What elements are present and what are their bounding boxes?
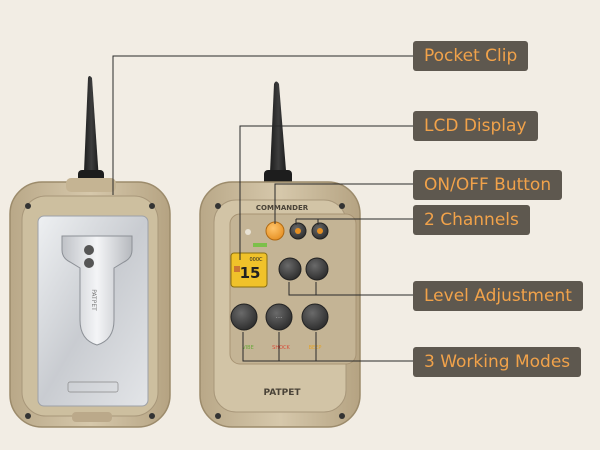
callout-lines [112, 55, 413, 362]
line-level [288, 282, 413, 296]
callout-lcd-display: LCD Display [413, 111, 538, 141]
mode-label-beep: BEEP [309, 345, 322, 351]
antenna [83, 76, 100, 195]
top-notch [66, 178, 116, 192]
pocket-clip [61, 235, 133, 346]
clip-screw [84, 245, 94, 255]
channel-1-led [295, 228, 301, 234]
clip-screw [84, 258, 94, 268]
clip-engraving: PATPET [90, 289, 97, 311]
callout-level-adjustment: Level Adjustment [413, 281, 583, 311]
bottom-tab [72, 412, 112, 422]
line-lcd [239, 125, 413, 260]
lcd-readout: 15 [240, 264, 261, 282]
device-back-view: PATPET [9, 76, 171, 428]
screw [25, 203, 31, 209]
callout-working-modes: 3 Working Modes [413, 347, 582, 377]
vibe-button [230, 303, 258, 331]
screw [149, 413, 155, 419]
screw [339, 413, 345, 419]
indicator-led [245, 229, 251, 235]
shock-button [265, 303, 293, 331]
callout-on-off-button: ON/OFF Button [413, 170, 563, 200]
screw [215, 413, 221, 419]
brand-logo: PATPET [263, 388, 301, 398]
screw [25, 413, 31, 419]
lcd-icon [234, 266, 240, 272]
lcd-code: 000C [249, 257, 263, 263]
level-up-button [305, 257, 329, 281]
beep-button [301, 303, 329, 331]
level-down-button [278, 257, 302, 281]
mode-label-shock: SHOCK [272, 345, 290, 351]
callout-pocket-clip: Pocket Clip [413, 41, 529, 71]
mode-label-vibe: VIBE [242, 345, 253, 351]
certification-mark [67, 381, 119, 393]
channel-2-led [317, 228, 323, 234]
power-button [265, 221, 285, 241]
line-pocket-clip [112, 55, 413, 195]
screw [215, 203, 221, 209]
model-strip: COMMANDER [256, 204, 309, 212]
antenna [269, 81, 288, 195]
shock-button-glyph: ··· [276, 314, 283, 322]
device-front-view: COMMANDER 15 000C ··· [199, 81, 361, 428]
line-modes [242, 332, 413, 362]
screw [339, 203, 345, 209]
screw [149, 203, 155, 209]
status-strip [253, 243, 267, 247]
callout-channels: 2 Channels [413, 205, 530, 235]
line-on-off [274, 183, 413, 224]
lcd-display [230, 252, 268, 288]
